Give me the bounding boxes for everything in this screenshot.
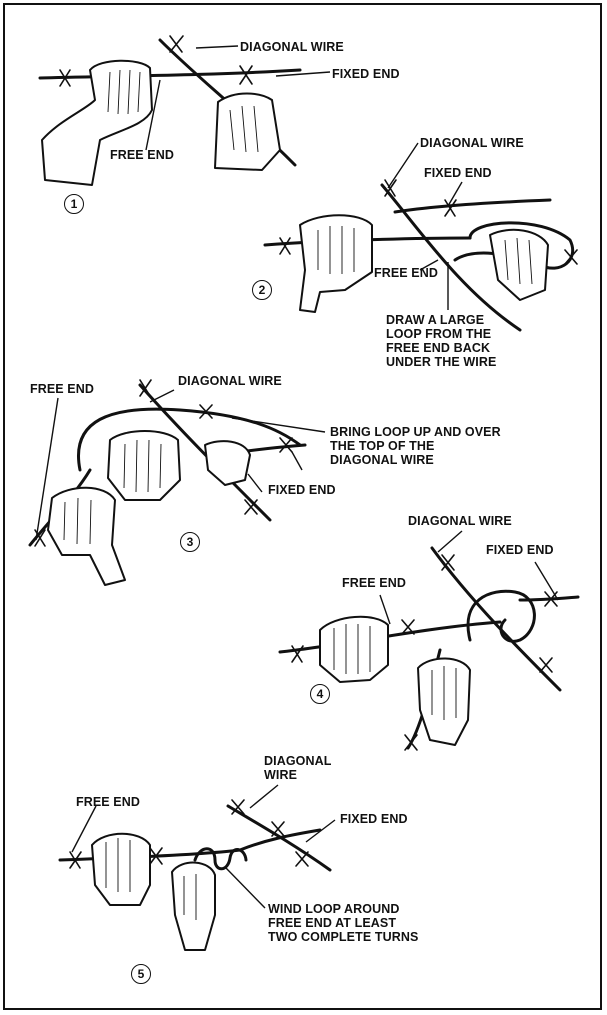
- step-2-diagonal-wire-label: DIAGONAL WIRE: [420, 136, 524, 150]
- step-3-lower-hand: [48, 488, 125, 585]
- step-5-instruction: WIND LOOP AROUND FREE END AT LEAST TWO C…: [268, 902, 418, 944]
- step-5-fixed-end-label: FIXED END: [340, 812, 408, 826]
- step-1-horizontal-wire: [40, 70, 300, 78]
- step-3-instruction: BRING LOOP UP AND OVER THE TOP OF THE DI…: [330, 425, 501, 467]
- step-1-right-hand: [215, 94, 280, 171]
- step-3-upper-hand: [108, 431, 180, 500]
- step-2-drawing: [265, 143, 577, 330]
- step-3-free-end-label: FREE END: [30, 382, 94, 396]
- step-5-free-end-label: FREE END: [76, 795, 140, 809]
- step-2-fixed-end-wire: [395, 200, 550, 212]
- step-4-left-hand: [320, 617, 388, 682]
- step-4-drawing: [280, 531, 578, 750]
- step-1-diagonal-wire-label: DIAGONAL WIRE: [240, 40, 344, 54]
- step-1-drawing: [40, 36, 330, 185]
- step-4-number: 4: [310, 684, 330, 704]
- step-4-fixed-end-label: FIXED END: [486, 543, 554, 557]
- step-2-fixed-end-label: FIXED END: [424, 166, 492, 180]
- step-3-diagonal-wire-label: DIAGONAL WIRE: [178, 374, 282, 388]
- step-1-left-hand: [42, 61, 152, 185]
- step-5-left-hand: [92, 834, 150, 905]
- step-4-free-end-label: FREE END: [342, 576, 406, 590]
- step-5-diagonal-wire-label: DIAGONAL WIRE: [264, 754, 331, 782]
- step-1-number: 1: [64, 194, 84, 214]
- step-4-diagonal-wire-label: DIAGONAL WIRE: [408, 514, 512, 528]
- step-2-number: 2: [252, 280, 272, 300]
- step-5-number: 5: [131, 964, 151, 984]
- step-3-right-hand: [205, 441, 250, 485]
- step-2-left-hand: [300, 215, 372, 312]
- step-3-fixed-end-label: FIXED END: [268, 483, 336, 497]
- step-1-fixed-end-label: FIXED END: [332, 67, 400, 81]
- step-1-free-end-label: FREE END: [110, 148, 174, 162]
- step-2-free-end-label: FREE END: [374, 266, 438, 280]
- step-3-number: 3: [180, 532, 200, 552]
- step-5-right-hand: [172, 863, 215, 950]
- step-2-instruction: DRAW A LARGE LOOP FROM THE FREE END BACK…: [386, 313, 496, 369]
